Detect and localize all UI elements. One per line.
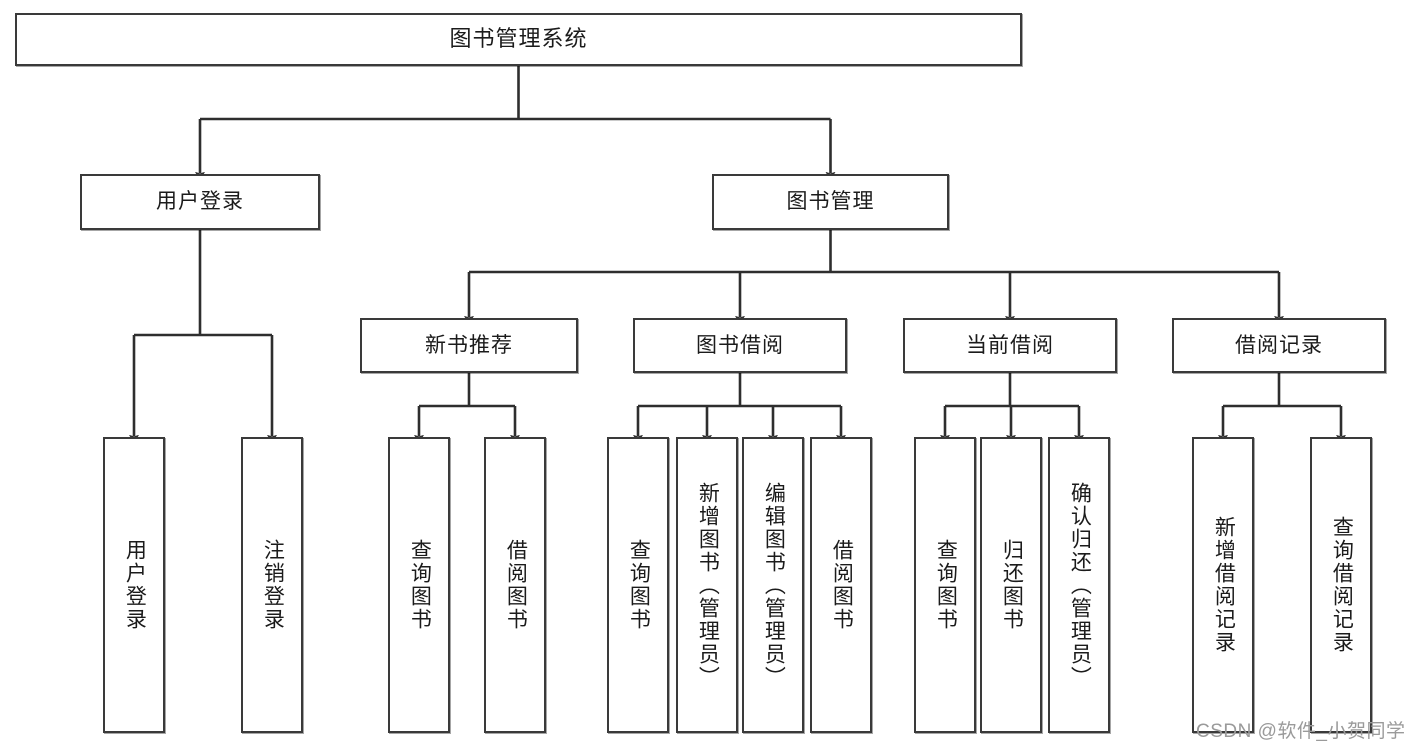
node-current-borrow[interactable]: 当前借阅: [903, 318, 1117, 373]
leaf-user-login[interactable]: 用户登录: [103, 437, 165, 733]
leaf-query-book-1-label: 查询图书: [408, 539, 432, 631]
leaf-return-book-label: 归还图书: [1000, 539, 1024, 631]
leaf-query-book-2-label: 查询图书: [627, 539, 651, 631]
leaf-borrow-book-1-label: 借阅图书: [504, 539, 528, 631]
leaf-query-borrow-record-label: 查询借阅记录: [1330, 516, 1354, 654]
leaf-add-borrow-record[interactable]: 新增借阅记录: [1192, 437, 1254, 733]
leaf-borrow-book-2-label: 借阅图书: [830, 539, 854, 631]
leaf-query-book-1[interactable]: 查询图书: [388, 437, 450, 733]
node-book-manage-label: 图书管理: [786, 190, 875, 214]
node-root[interactable]: 图书管理系统: [15, 13, 1022, 66]
leaf-logout-label: 注销登录: [261, 539, 285, 631]
leaf-edit-book[interactable]: 编辑图书（管理员）: [742, 437, 804, 733]
leaf-logout[interactable]: 注销登录: [241, 437, 303, 733]
leaf-query-book-3-label: 查询图书: [934, 539, 958, 631]
leaf-borrow-book-2[interactable]: 借阅图书: [810, 437, 872, 733]
leaf-edit-book-label: 编辑图书（管理员）: [762, 481, 786, 689]
watermark-csdn: CSDN @软件_小贺同学: [1196, 721, 1405, 742]
leaf-confirm-return[interactable]: 确认归还（管理员）: [1048, 437, 1110, 733]
node-book-borrow-label: 图书借阅: [696, 333, 784, 357]
node-borrow-record[interactable]: 借阅记录: [1172, 318, 1386, 373]
leaf-return-book[interactable]: 归还图书: [980, 437, 1042, 733]
node-borrow-record-label: 借阅记录: [1235, 333, 1323, 357]
leaf-add-book[interactable]: 新增图书（管理员）: [676, 437, 738, 733]
leaf-query-book-3[interactable]: 查询图书: [914, 437, 976, 733]
node-new-book-recommend-label: 新书推荐: [425, 333, 513, 357]
leaf-user-login-label: 用户登录: [123, 539, 147, 631]
leaf-confirm-return-label: 确认归还（管理员）: [1068, 481, 1092, 689]
node-current-borrow-label: 当前借阅: [966, 333, 1054, 357]
leaf-query-book-2[interactable]: 查询图书: [607, 437, 669, 733]
node-root-label: 图书管理系统: [449, 26, 588, 52]
leaf-query-borrow-record[interactable]: 查询借阅记录: [1310, 437, 1372, 733]
node-user-login-label: 用户登录: [156, 190, 244, 214]
leaf-add-book-label: 新增图书（管理员）: [696, 481, 720, 689]
node-book-manage[interactable]: 图书管理: [712, 174, 949, 230]
node-user-login[interactable]: 用户登录: [80, 174, 320, 230]
leaf-borrow-book-1[interactable]: 借阅图书: [484, 437, 546, 733]
node-new-book-recommend[interactable]: 新书推荐: [360, 318, 578, 373]
leaf-add-borrow-record-label: 新增借阅记录: [1212, 516, 1236, 654]
node-book-borrow[interactable]: 图书借阅: [633, 318, 847, 373]
